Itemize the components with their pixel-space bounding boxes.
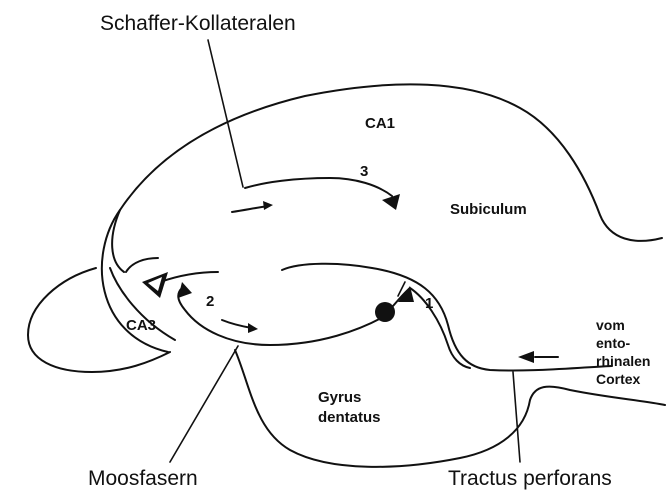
- mossy-inner-arrow-line: [222, 320, 252, 328]
- mossy-inner-arrowhead: [248, 323, 258, 333]
- moosfasern-leader-line: [170, 346, 238, 462]
- schaffer-upper-arrowhead: [263, 201, 273, 210]
- tractus-leader-line: [513, 372, 520, 462]
- schaffer-upper-arrow-line: [232, 206, 268, 212]
- pathway-number-2: 2: [206, 293, 214, 310]
- dentate-inner-arc: [282, 264, 612, 371]
- gyrus-label-line1: Gyrus: [318, 389, 361, 406]
- ca3-band: [126, 258, 158, 272]
- cortex-label-line4: Cortex: [596, 371, 641, 387]
- cortex-label-line2: ento-: [596, 335, 631, 351]
- cortex-input-arrowhead: [518, 351, 534, 363]
- granule-cell-body: [375, 302, 395, 322]
- schaffer-collateral-path: [245, 178, 392, 196]
- mossy-arrowhead-top: [178, 282, 192, 298]
- subiculum-label: Subiculum: [450, 201, 527, 218]
- ca3-connection-line: [160, 272, 218, 282]
- ca3-label: CA3: [126, 317, 156, 334]
- gyrus-label-line2: dentatus: [318, 409, 381, 426]
- cortex-label-line1: vom: [596, 317, 625, 333]
- schaffer-leader-line: [208, 40, 243, 187]
- pathway-number-3: 3: [360, 163, 368, 180]
- pathway-number-1: 1: [425, 295, 433, 312]
- tractus-label: Tractus perforans: [448, 467, 612, 490]
- ca1-label: CA1: [365, 115, 395, 132]
- moosfasern-label: Moosfasern: [88, 467, 198, 490]
- schaffer-label: Schaffer-Kollateralen: [100, 12, 296, 35]
- cortex-label-line3: rhinalen: [596, 353, 650, 369]
